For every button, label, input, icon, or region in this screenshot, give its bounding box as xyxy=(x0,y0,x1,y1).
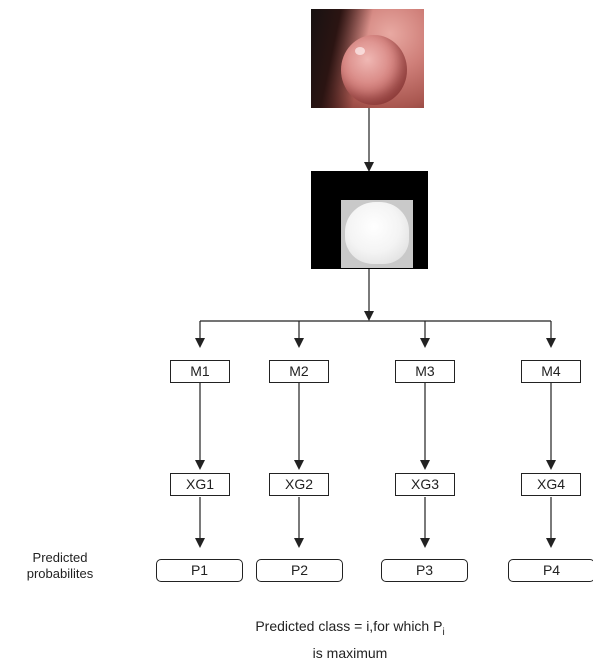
predicted-probabilities-label: Predicted probabilites xyxy=(10,550,110,582)
xgboost-box-xg3: XG3 xyxy=(395,473,455,496)
probability-box-p3: P3 xyxy=(381,559,468,582)
xgboost-box-xg4: XG4 xyxy=(521,473,581,496)
caption-prefix: Predicted class = i,for which P xyxy=(255,618,442,634)
model-box-m1: M1 xyxy=(170,360,230,383)
model-box-m3: M3 xyxy=(395,360,455,383)
caption-subscript: i xyxy=(442,627,444,638)
prediction-rule-caption: Predicted class = i,for which Pi is maxi… xyxy=(200,616,500,663)
segmentation-mask-image xyxy=(311,171,428,269)
mask-blob xyxy=(345,202,409,264)
endoscopy-polyp-image xyxy=(311,9,424,108)
xgboost-box-xg2: XG2 xyxy=(269,473,329,496)
polyp-shape xyxy=(341,35,407,105)
caption-line1: Predicted class = i,for which Pi xyxy=(200,616,500,643)
side-label-line2: probabilites xyxy=(10,566,110,582)
side-label-line1: Predicted xyxy=(10,550,110,566)
probability-box-p1: P1 xyxy=(156,559,243,582)
model-box-m4: M4 xyxy=(521,360,581,383)
xgboost-box-xg1: XG1 xyxy=(170,473,230,496)
probability-box-p2: P2 xyxy=(256,559,343,582)
model-box-m2: M2 xyxy=(269,360,329,383)
caption-line2: is maximum xyxy=(200,643,500,663)
probability-box-p4: P4 xyxy=(508,559,593,582)
